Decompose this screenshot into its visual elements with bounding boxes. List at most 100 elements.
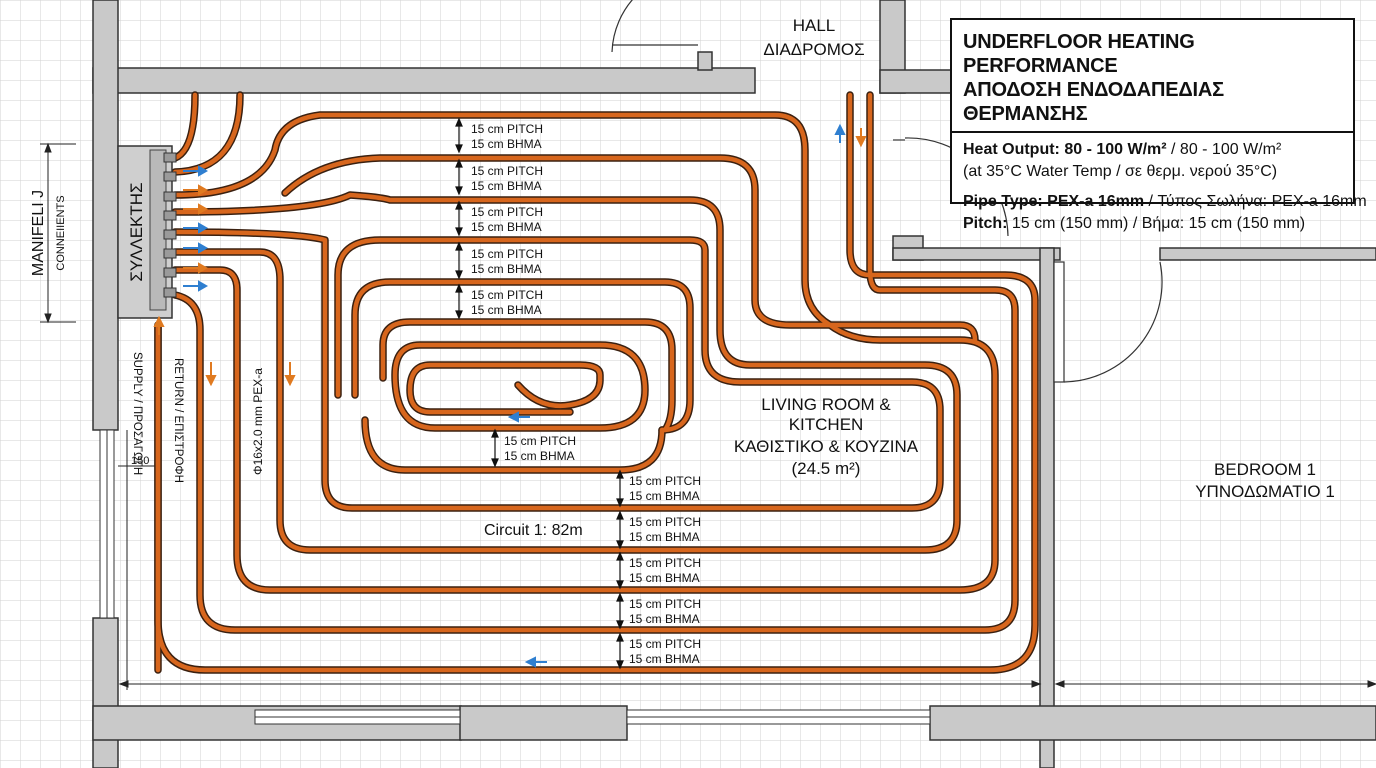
pitch-label-en: 15 cm PITCH: [629, 515, 701, 529]
manifold-side-sublabel: CONNEIIENTS: [55, 195, 67, 270]
heat-output-value: / 80 - 100 W/m²: [1166, 141, 1282, 158]
windows: [99, 429, 931, 725]
walls: [92, 0, 1376, 768]
pitch-label-gr: 15 cm ΒΗΜΑ: [629, 489, 700, 503]
pitch-label-en: 15 cm PITCH: [471, 122, 543, 136]
door-bedroom: [1053, 261, 1065, 383]
pipe-fill: [155, 92, 1038, 673]
hall-label-en: HALL: [793, 16, 836, 35]
pitch-label-en: 15 cm PITCH: [471, 205, 543, 219]
manifold: ΣΥΛΛΕΚΤΗΣ: [117, 145, 177, 319]
wall-left-lower: [92, 617, 119, 768]
info-title-gr: ΑΠΟΔΟΣΗ ΕΝΔΟΔΑΠΕΔΙΑΣ ΘΕΡΜΑΝΣΗΣ: [963, 79, 1224, 125]
pitch-label-gr: 15 cm ΒΗΜΑ: [504, 449, 575, 463]
pitch-label-gr: 15 cm ΒΗΜΑ: [629, 612, 700, 626]
pitch-label-en: 15 cm PITCH: [471, 247, 543, 261]
manifold-label: ΣΥΛΛΕΚΤΗΣ: [127, 182, 146, 281]
pitch-label-gr: 15 cm ΒΗΜΑ: [471, 179, 542, 193]
pitch-marker: [455, 117, 463, 154]
pitch-label-en: 15 cm PITCH: [629, 637, 701, 651]
living-label-1: LIVING ROOM &: [761, 395, 891, 414]
hall-label-gr: ΔΙΑΔΡΟΜΟΣ: [763, 40, 864, 59]
wall-top-left: [92, 67, 756, 94]
pitch-marker: [455, 241, 463, 280]
pitch-info-value: 15 cm (150 mm) / Βήμα: 15 cm (150 mm): [1007, 215, 1306, 232]
pitch-label-gr: 15 cm ΒΗΜΑ: [629, 652, 700, 666]
pitch-label-en: 15 cm PITCH: [471, 288, 543, 302]
performance-info-box: UNDERFLOOR HEATING PERFORMANCE ΑΠΟΔΟΣΗ Ε…: [950, 18, 1367, 232]
pitch-marker: [616, 551, 624, 590]
living-label-4: (24.5 m²): [792, 459, 861, 478]
info-body: Heat Output: 80 - 100 W/m² / 80 - 100 W/…: [952, 133, 1367, 235]
wall-hall-stub: [697, 51, 713, 71]
pitch-marker: [616, 632, 624, 670]
flow-arrows: [153, 123, 867, 668]
wall-bottom-mid: [459, 705, 628, 741]
pitch-marker: [616, 469, 624, 508]
pitch-label-en: 15 cm PITCH: [504, 434, 576, 448]
pipe-spec-label: Φ16x2.0 mm PEX-a: [251, 368, 265, 475]
pipe-type-value: / Τύπος Σωλήνα: PEX-a 16mm: [1144, 193, 1367, 210]
pitch-info-label: Pitch:: [963, 215, 1008, 232]
door-hall-swing: [611, 0, 633, 53]
water-temp-note: (at 35°C Water Temp / σε θερμ. νερού 35°…: [963, 163, 1278, 180]
pitch-label-en: 15 cm PITCH: [629, 556, 701, 570]
bedroom-label-gr: ΥΠΝΟΔΩΜΑΤΙΟ 1: [1195, 482, 1335, 501]
pitch-label-gr: 15 cm ΒΗΜΑ: [629, 571, 700, 585]
manifold-ports: [163, 152, 177, 298]
wall-bedroom-top-right: [1159, 247, 1376, 261]
pitch-label-gr: 15 cm ΒΗΜΑ: [629, 530, 700, 544]
pitch-label-en: 15 cm PITCH: [471, 164, 543, 178]
pitch-marker: [491, 428, 499, 468]
info-separator: [952, 131, 1353, 133]
info-title-en: UNDERFLOOR HEATING PERFORMANCE: [963, 31, 1195, 77]
bedroom-label-en: BEDROOM 1: [1214, 460, 1316, 479]
pitch-label-en: 15 cm PITCH: [629, 474, 701, 488]
pitch-markers: [455, 117, 624, 670]
manifold-dimension: 150: [131, 455, 149, 467]
wall-bedroom-vertical: [1039, 247, 1055, 768]
pitch-label-gr: 15 cm ΒΗΜΑ: [471, 262, 542, 276]
dimension-lines: [40, 142, 1376, 690]
pitch-label-gr: 15 cm ΒΗΜΑ: [471, 303, 542, 317]
manifold-side-label: MANIFELI J: [30, 190, 47, 276]
pitch-marker: [455, 200, 463, 237]
wall-left-vertical: [92, 0, 119, 431]
circuit-label: Circuit 1: 82m: [484, 522, 583, 539]
supply-label: SUPPLY / ΠΡΟΣΑΓΩΓΗ: [131, 352, 143, 475]
pitch-label-gr: 15 cm ΒΗΜΑ: [471, 220, 542, 234]
pitch-marker: [616, 510, 624, 550]
info-title: UNDERFLOOR HEATING PERFORMANCE ΑΠΟΔΟΣΗ Ε…: [952, 20, 1353, 126]
port-flow-arrows: [183, 165, 209, 292]
living-label-3: ΚΑΘΙΣΤΙΚΟ & ΚΟΥΖΙΝΑ: [734, 437, 919, 456]
pitch-marker: [616, 592, 624, 630]
pipe-circuit-1: [154, 91, 1039, 674]
pitch-label-en: 15 cm PITCH: [629, 597, 701, 611]
wall-bedroom-top: [892, 247, 1061, 261]
pipe-type-label: Pipe Type: PEX-a 16mm: [963, 193, 1145, 210]
return-label: RETURN / ΕΠΙΣΤΡΟΦΗ: [172, 358, 184, 483]
pitch-label-gr: 15 cm ΒΗΜΑ: [471, 137, 542, 151]
pitch-marker: [455, 158, 463, 196]
heat-output-label: Heat Output: 80 - 100 W/m²: [963, 141, 1167, 158]
wall-bottom-right: [929, 705, 1376, 741]
pitch-marker: [455, 283, 463, 320]
wall-hall-right-return: [879, 69, 956, 94]
room-labels: HALL ΔΙΑΔΡΟΜΟΣ LIVING ROOM &KITCHEN ΚΑΘΙΣΤ…: [734, 16, 1335, 501]
living-label-2: KITCHEN: [789, 415, 864, 434]
